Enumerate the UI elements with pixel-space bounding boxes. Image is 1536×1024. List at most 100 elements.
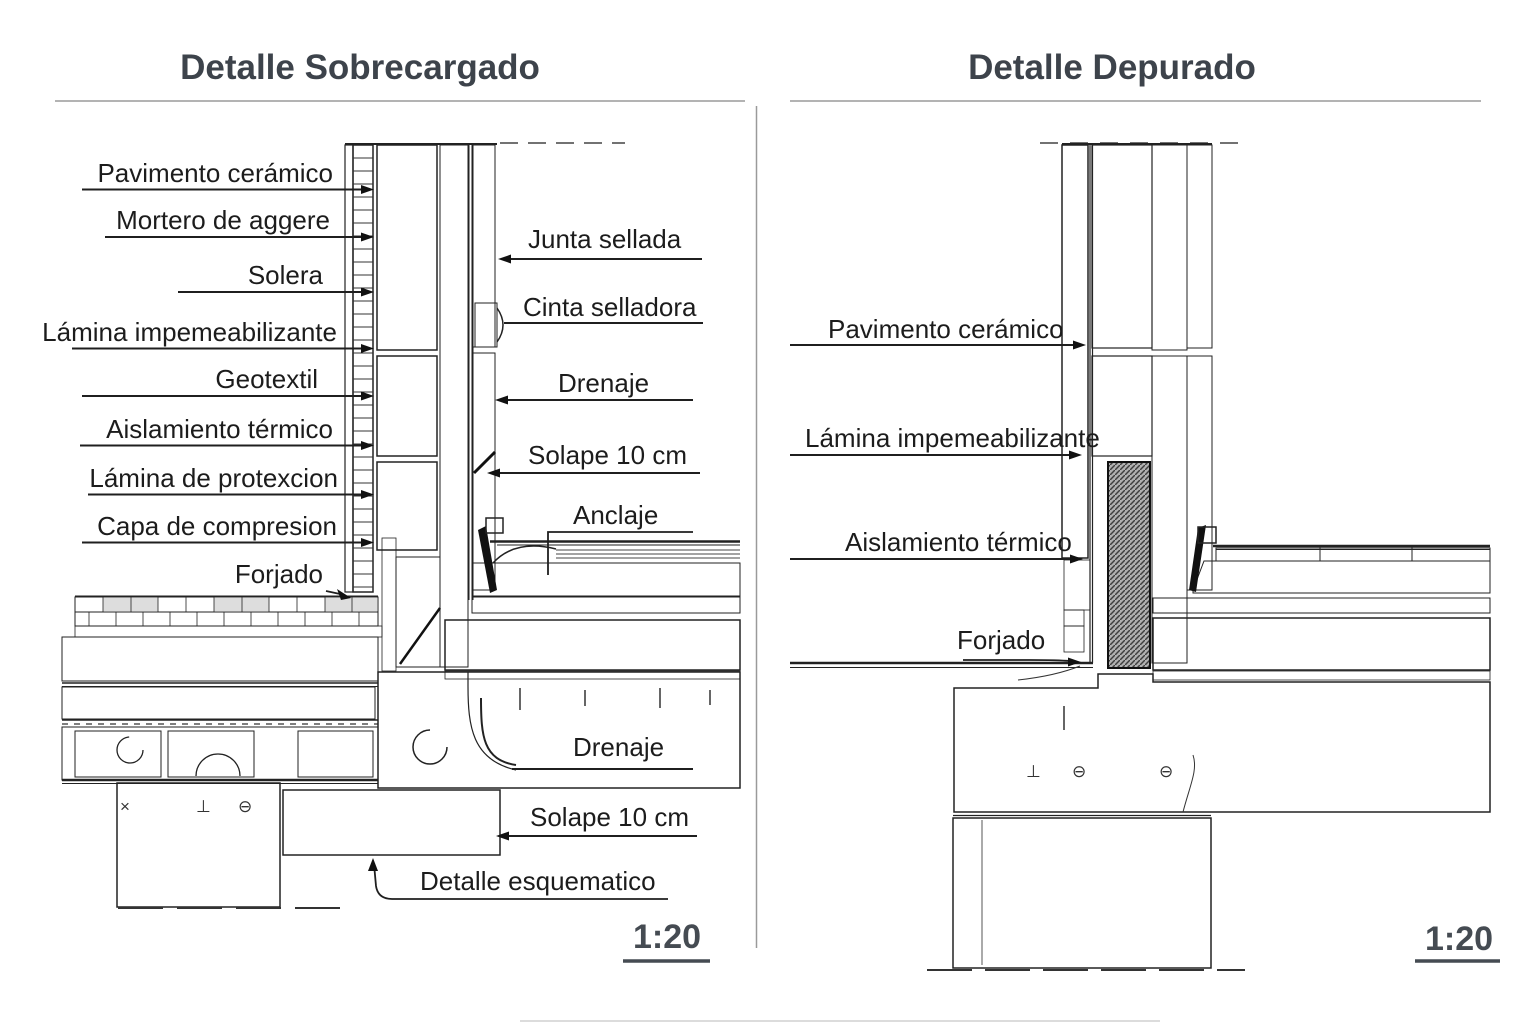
- svg-text:Mortero de aggere: Mortero de aggere: [116, 205, 330, 235]
- callout-label: Anclaje: [547, 500, 693, 575]
- rebar-symbol: ⊖: [238, 797, 252, 816]
- material-label: Geotextil: [82, 364, 374, 401]
- material-label: Pavimento cerámico: [790, 314, 1086, 350]
- exterior-leaf: [1186, 355, 1213, 591]
- drain-pipe: [480, 697, 517, 766]
- floor-insulation-layer: [61, 636, 379, 682]
- left-panel: Detalle Sobrecargado: [42, 48, 745, 963]
- membrane-overlap-splice: [472, 450, 497, 475]
- material-label: Aislamiento térmico: [790, 527, 1083, 564]
- left-callout-labels: Junta sellada Cinta selladora Drenaje So…: [368, 224, 703, 900]
- scale-label: 1:20: [1425, 920, 1493, 958]
- callout-label: Drenaje: [495, 368, 693, 405]
- mortar-layer: [1192, 560, 1491, 594]
- svg-text:Pavimento cerámico: Pavimento cerámico: [828, 314, 1064, 344]
- svg-text:Solape 10 cm: Solape 10 cm: [530, 802, 689, 832]
- callout-label: Detalle esquematico: [368, 858, 668, 900]
- svg-text:Lámina impemeabilizante: Lámina impemeabilizante: [42, 317, 337, 347]
- left-material-labels: Pavimento cerámico Mortero de aggere Sol…: [42, 158, 374, 600]
- rebar-symbol: ×: [120, 797, 130, 816]
- right-wall-assembly: [1040, 142, 1250, 669]
- mortar-brick-row: [74, 611, 379, 627]
- right-scale: 1:20: [1415, 920, 1500, 963]
- wall-insulation-panel: [376, 461, 438, 551]
- svg-text:Drenaje: Drenaje: [558, 368, 649, 398]
- callout-label: Cinta selladora: [504, 292, 703, 324]
- block-leaf: [1151, 355, 1188, 664]
- exterior-insulation-layer: [444, 619, 741, 671]
- interior-finish-ladder-strip: [352, 144, 374, 593]
- material-label: Capa de compresion: [82, 511, 374, 547]
- concrete-slab: [377, 671, 741, 789]
- left-scale: 1:20: [623, 918, 710, 963]
- left-interior-floor: [61, 595, 383, 784]
- material-label: Aislamiento térmico: [80, 414, 374, 450]
- footing-step-block: [282, 789, 501, 856]
- svg-text:Aislamiento térmico: Aislamiento térmico: [106, 414, 333, 444]
- svg-text:Solape 10 cm: Solape 10 cm: [528, 440, 687, 470]
- waterproof-mesh-strip: [471, 596, 741, 614]
- anchor-plate: [1197, 526, 1217, 544]
- svg-text:Solera: Solera: [248, 260, 324, 290]
- right-material-labels: Pavimento cerámico Lámina impemeabilizan…: [790, 314, 1100, 667]
- left-panel-title: Detalle Sobrecargado: [180, 48, 540, 87]
- concrete-slab: [953, 673, 1491, 813]
- right-foundation: ⊥ ⊖ ⊖: [927, 673, 1491, 971]
- svg-text:Forjado: Forjado: [235, 559, 323, 589]
- material-label: Pavimento cerámico: [82, 158, 374, 194]
- protection-membrane-vertical: [381, 537, 397, 672]
- paving-bump: [492, 545, 557, 564]
- svg-text:Detalle esquematico: Detalle esquematico: [420, 866, 656, 896]
- left-foundation: × ⊥ ⊖: [116, 782, 501, 909]
- compression-layer: [61, 686, 376, 720]
- svg-text:Drenaje: Drenaje: [573, 732, 664, 762]
- material-label: Lámina impemeabilizante: [42, 317, 374, 353]
- exterior-render-strip: [472, 144, 496, 348]
- rebar-symbol: ⊖: [1072, 762, 1086, 781]
- svg-text:Capa de compresion: Capa de compresion: [97, 511, 337, 541]
- wall-base-block: [395, 556, 441, 668]
- material-label: Solera: [178, 260, 374, 297]
- wall-insulation-panel: [376, 355, 438, 457]
- concrete-crack: [1182, 754, 1196, 813]
- thermal-insulation-block: [1063, 625, 1085, 653]
- anchor-plate: [485, 517, 504, 534]
- right-panel: Detalle Depurado: [790, 48, 1500, 971]
- svg-text:Anclaje: Anclaje: [573, 500, 658, 530]
- interior-leaf: [1061, 144, 1089, 559]
- sealing-tape-clip: [496, 307, 504, 343]
- right-interior-floor: [790, 661, 1093, 681]
- exterior-leaf: [1186, 144, 1213, 349]
- footing-block: [952, 817, 1212, 969]
- svg-text:Lámina de protexcion: Lámina de protexcion: [89, 463, 338, 493]
- paving-strip: [1215, 547, 1491, 562]
- material-label: Mortero de aggere: [105, 205, 374, 242]
- left-wall-assembly: [344, 142, 625, 672]
- callout-label: Drenaje: [512, 732, 693, 770]
- anchor-bolt: [478, 526, 497, 593]
- svg-text:Forjado: Forjado: [957, 625, 1045, 655]
- separation-membrane: [1152, 670, 1491, 681]
- scale-label: 1:20: [633, 918, 701, 956]
- svg-text:Junta sellada: Junta sellada: [528, 224, 682, 254]
- rebar-symbol: ⊥: [1026, 762, 1041, 781]
- pipe-section: [412, 729, 448, 765]
- callout-label: Solape 10 cm: [496, 802, 697, 841]
- rebar-symbol: ⊥: [196, 797, 211, 816]
- material-label: Forjado: [235, 559, 351, 600]
- callout-label: Junta sellada: [498, 224, 702, 264]
- dark-insulation-bar: [1107, 461, 1151, 669]
- render-leaf-panel: [1091, 144, 1153, 349]
- thermal-insulation-block: [1063, 559, 1091, 611]
- wall-insulation-panel: [376, 144, 438, 351]
- waterproof-membrane-horizontal: [74, 625, 383, 638]
- svg-text:Cinta selladora: Cinta selladora: [523, 292, 697, 322]
- svg-text:Pavimento cerámico: Pavimento cerámico: [97, 158, 333, 188]
- callout-label: Solape 10 cm: [487, 440, 700, 478]
- left-concrete-ground: [377, 671, 741, 789]
- render-leaf-panel: [1091, 355, 1153, 457]
- svg-text:Lámina impemeabilizante: Lámina impemeabilizante: [805, 423, 1100, 453]
- right-panel-title: Detalle Depurado: [968, 48, 1256, 87]
- material-label: Lámina impemeabilizante: [790, 423, 1100, 460]
